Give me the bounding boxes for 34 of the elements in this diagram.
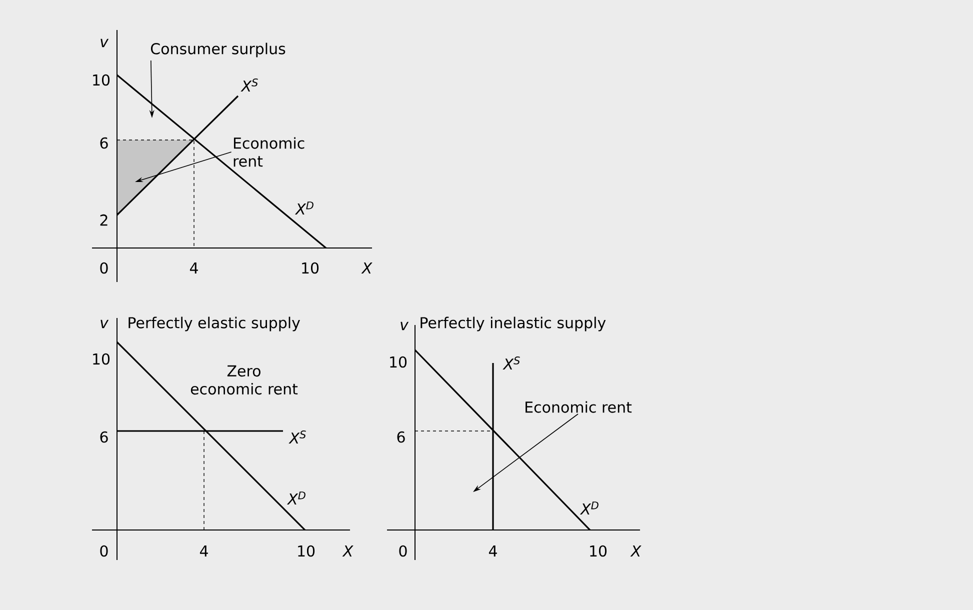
annotation-text: Consumer surplus bbox=[150, 42, 286, 58]
curve-label: X$^{S}$ bbox=[288, 430, 306, 444]
tick-label: 2 bbox=[100, 214, 108, 226]
curve-label: X$^{S}$ bbox=[502, 356, 520, 370]
tick-label: 4 bbox=[200, 546, 208, 556]
tick-label: 10 bbox=[93, 353, 110, 365]
tick-label: 10 bbox=[298, 545, 315, 557]
tick-label: 10 bbox=[302, 262, 319, 274]
axis-label: v bbox=[400, 322, 409, 330]
curve-label: X$^{S}$ bbox=[240, 78, 258, 92]
tick-label: 10 bbox=[93, 74, 110, 86]
tick-label: 10 bbox=[390, 356, 407, 368]
tick-label: 10 bbox=[590, 545, 607, 557]
tick-label: 4 bbox=[190, 262, 198, 274]
curve-label: X$^{D}$ bbox=[286, 492, 306, 504]
tick-label: 6 bbox=[100, 431, 108, 443]
tick-label: 0 bbox=[100, 545, 108, 557]
axis-label: v bbox=[100, 38, 109, 48]
panel-title: Perfectly elastic supply bbox=[128, 316, 300, 332]
tick-label: 6 bbox=[100, 137, 108, 149]
tick-label: 6 bbox=[397, 431, 405, 443]
axis-label: X bbox=[361, 262, 372, 274]
axis-label: X bbox=[342, 546, 354, 556]
axis-label: v bbox=[100, 320, 109, 328]
annotation-text: Economic rent bbox=[234, 137, 304, 167]
annotation-text: Economic rent bbox=[526, 401, 632, 413]
annotation-text: Zero economic rent bbox=[190, 365, 298, 395]
curve-label: X$^{D}$ bbox=[580, 502, 598, 514]
tick-label: 4 bbox=[488, 546, 497, 556]
curve-label: X$^{D}$ bbox=[294, 202, 314, 214]
axis-label: X bbox=[630, 546, 642, 556]
tick-label: 0 bbox=[399, 545, 407, 557]
panel-title: Perfectly inelastic supply bbox=[420, 316, 606, 332]
tick-label: 0 bbox=[100, 262, 108, 274]
